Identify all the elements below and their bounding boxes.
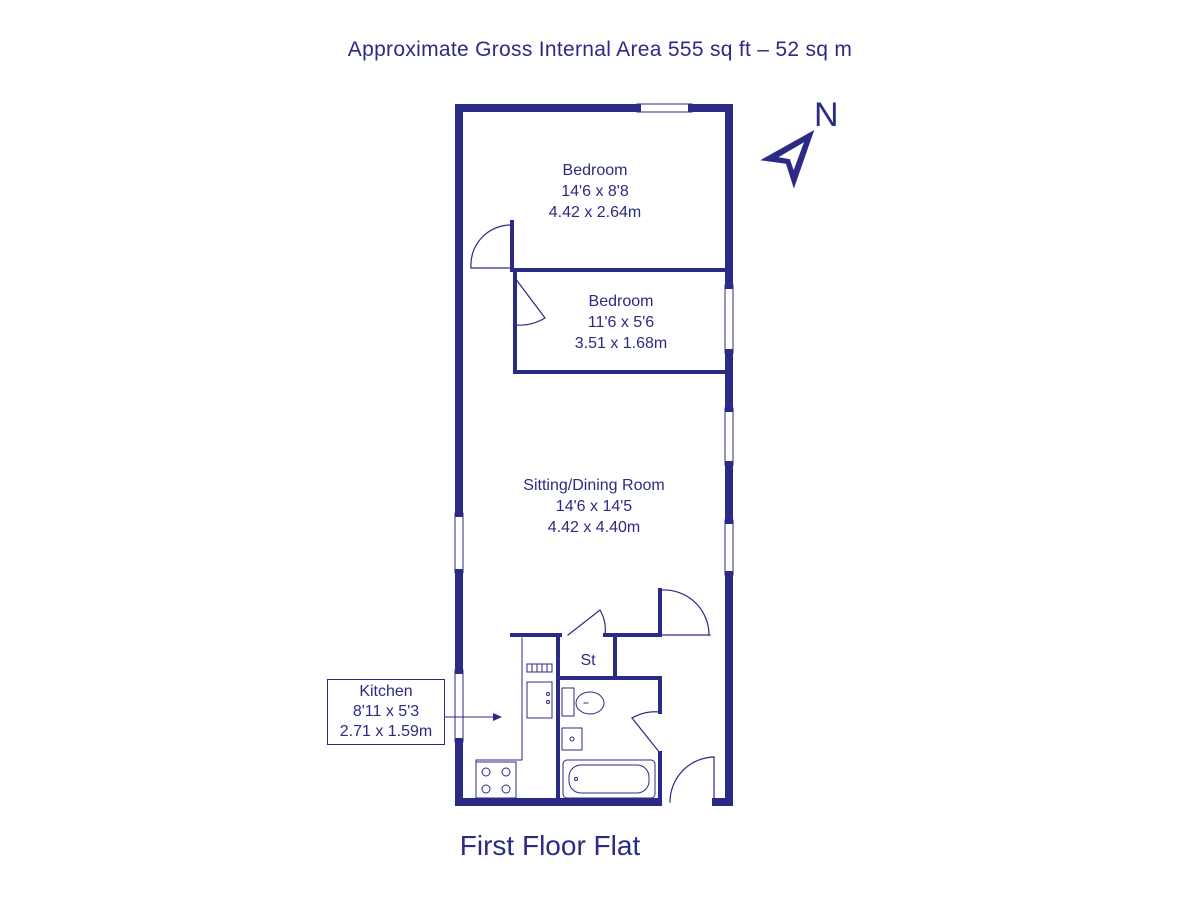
room-name: St [580,652,596,669]
room-label-kitchen: Kitchen 8'11 x 5'3 2.71 x 1.59m [327,679,445,745]
windows [454,103,734,743]
room-dimensions-imperial: 14'6 x 14'5 [555,498,633,515]
kitchen-fittings [475,637,553,799]
area-title: Approximate Gross Internal Area 555 sq f… [347,38,853,61]
room-name: Bedroom [562,162,628,179]
room-dimensions-metric: 4.42 x 4.40m [547,519,641,536]
room-dimensions-metric: 3.51 x 1.68m [574,335,668,352]
doors [470,224,715,803]
room-name: Kitchen [359,683,413,700]
room-name: Sitting/Dining Room [523,477,665,494]
room-label-bedroom-1: Bedroom 14'6 x 8'8 4.42 x 2.64m [520,160,670,223]
room-dimensions-metric: 2.71 x 1.59m [339,723,433,740]
room-name: Bedroom [588,293,654,310]
compass-arrow-icon [760,130,815,189]
room-label-bedroom-2: Bedroom 11'6 x 5'6 3.51 x 1.68m [546,291,696,354]
kitchen-pointer-arrowhead [493,713,502,721]
floor-label: First Floor Flat [459,830,641,861]
room-dimensions-imperial: 14'6 x 8'8 [561,183,629,200]
room-dimensions-imperial: 11'6 x 5'6 [587,314,655,331]
bathroom-fittings [561,687,656,799]
internal-walls [510,220,728,804]
room-label-storage: St [570,650,606,671]
room-dimensions-imperial: 8'11 x 5'3 [352,703,420,720]
room-label-sitting-dining: Sitting/Dining Room 14'6 x 14'5 4.42 x 4… [494,475,694,538]
room-dimensions-metric: 4.42 x 2.64m [548,204,642,221]
north-label: N [814,96,839,134]
